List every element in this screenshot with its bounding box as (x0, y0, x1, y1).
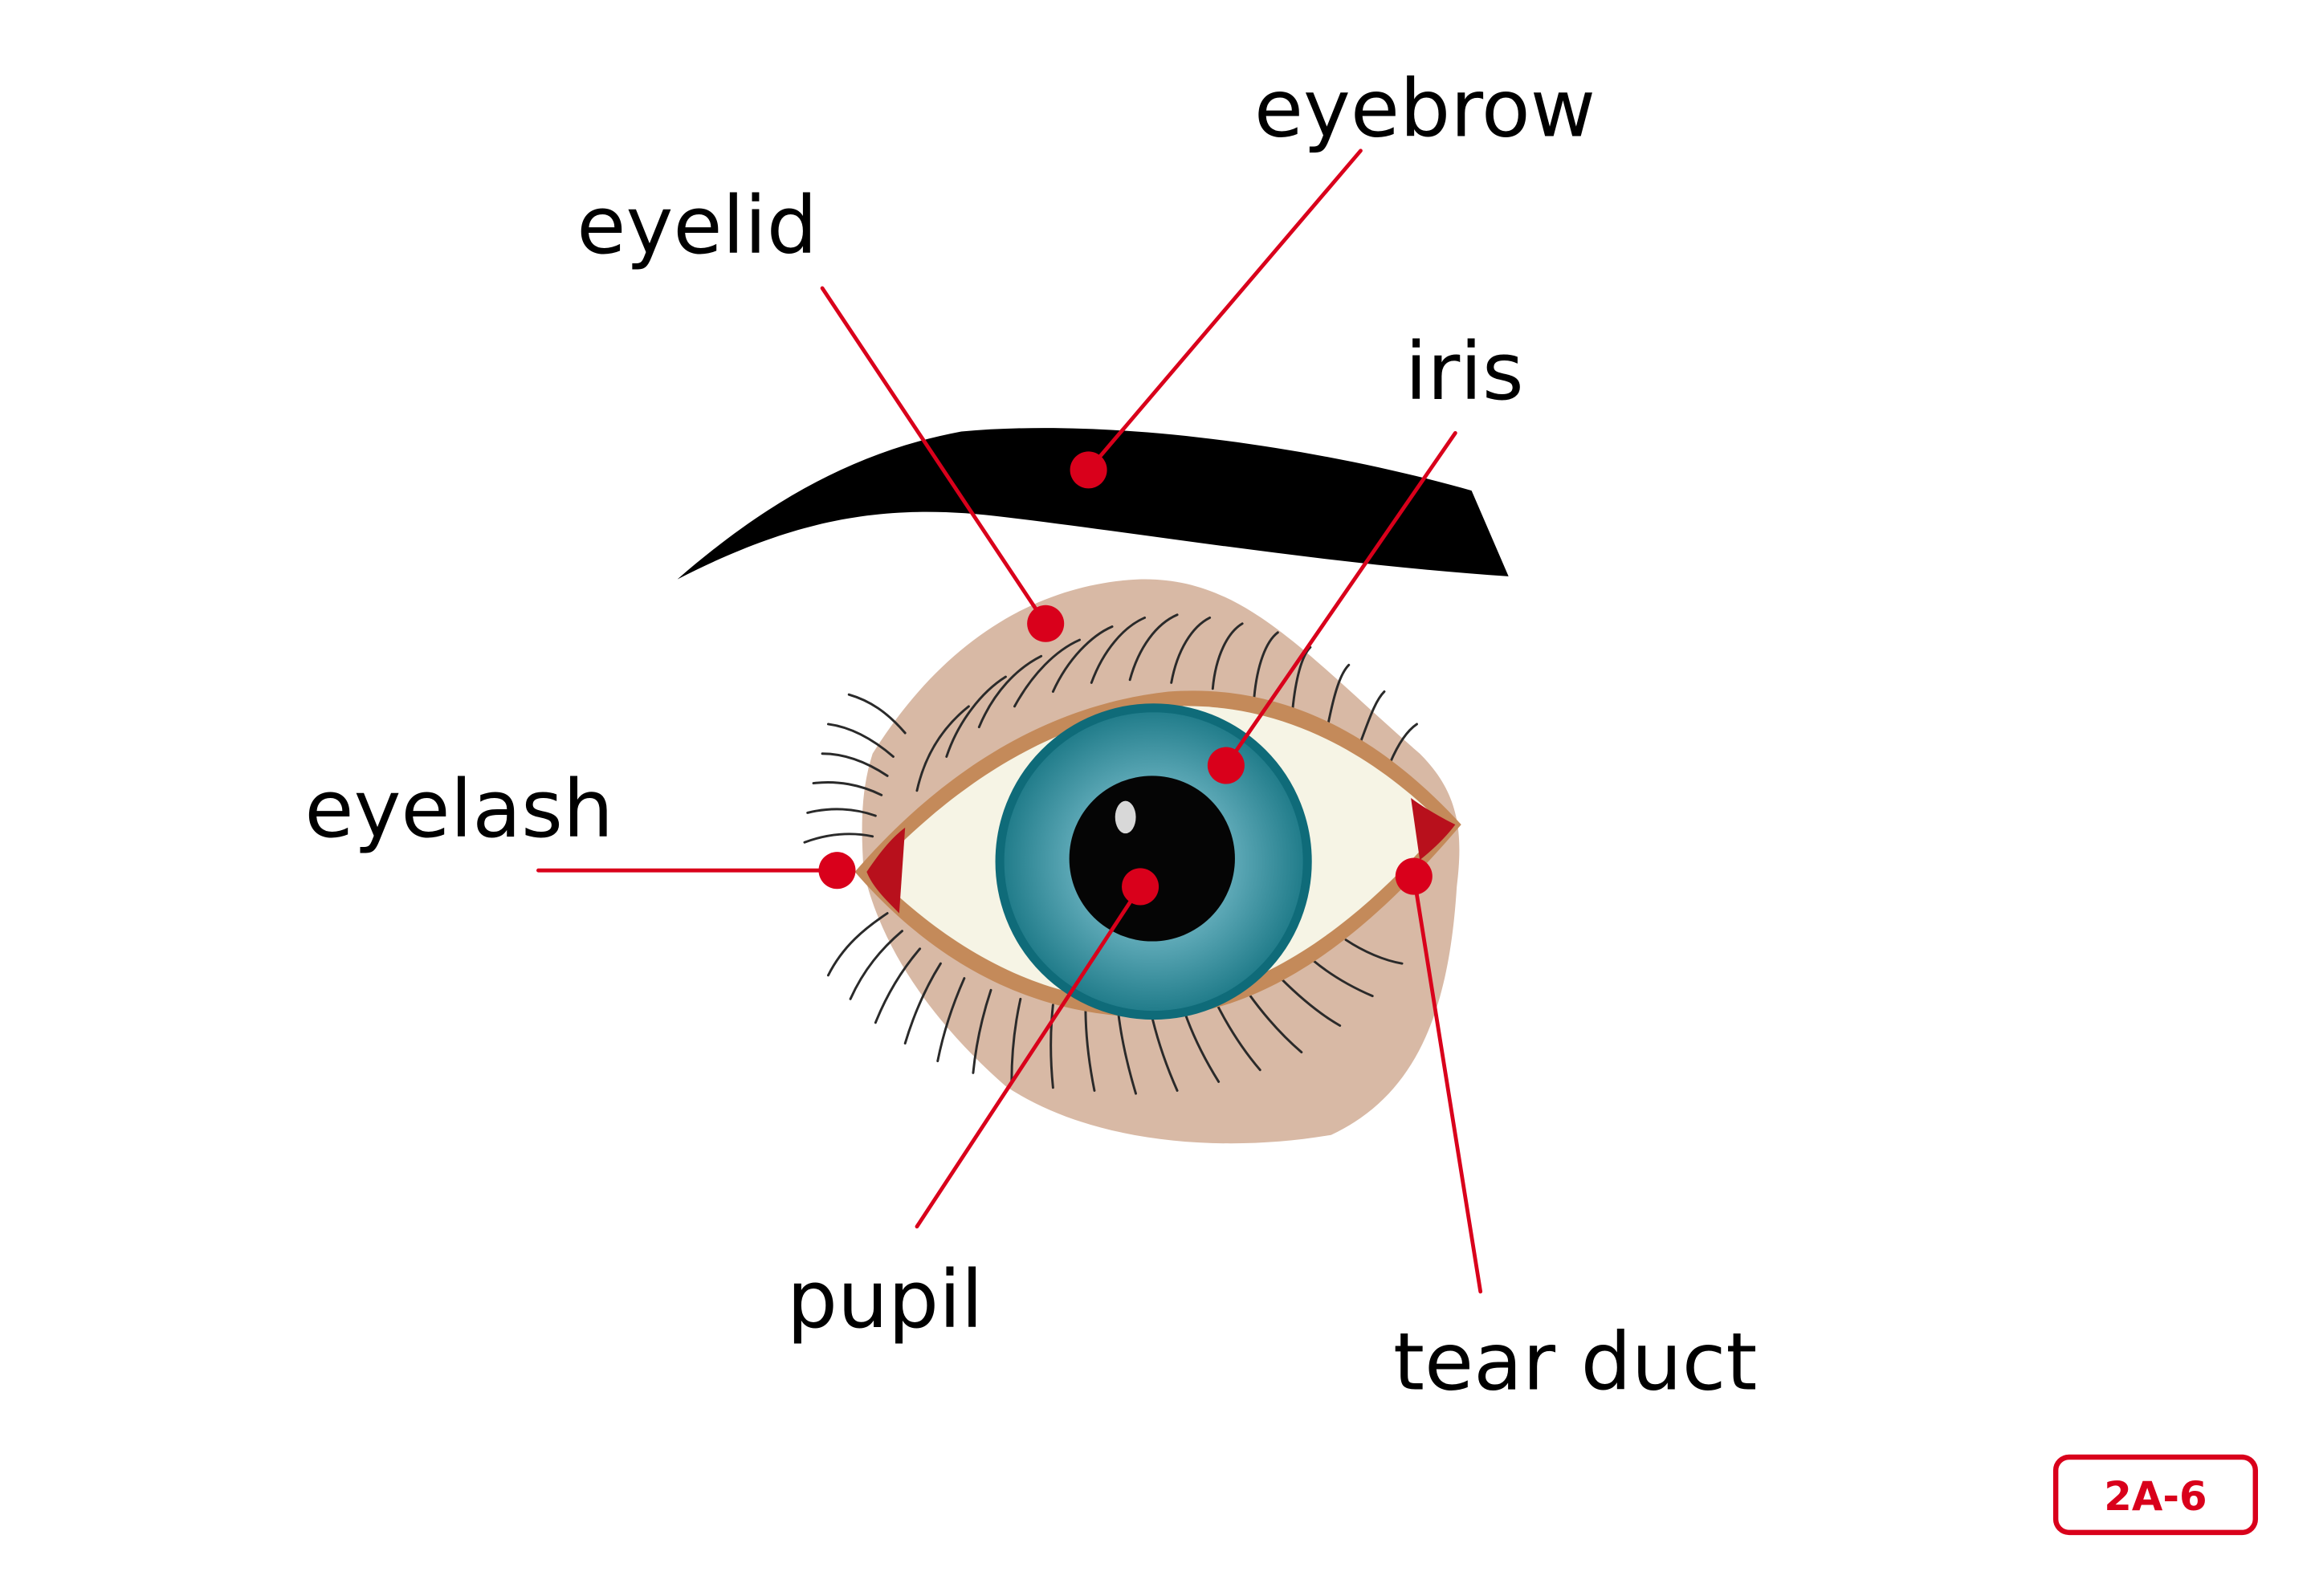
iris-marker (1207, 747, 1245, 784)
upper-inner-lashes (915, 613, 1418, 792)
eyelash-label: eyelash (304, 763, 613, 856)
iris-label: iris (1405, 326, 1524, 418)
page-code-text: 2A-6 (2104, 1473, 2207, 1520)
eyebrow-marker (1070, 451, 1107, 489)
caruncle-right (1411, 798, 1456, 861)
pupil-label: pupil (787, 1254, 984, 1346)
eyelid-leader (820, 286, 1048, 626)
tear-duct-marker (1395, 857, 1433, 895)
pupil-highlight (1115, 800, 1136, 834)
pupil-marker (1122, 868, 1160, 906)
page-code-badge: 2A-6 (2052, 1454, 2259, 1536)
eyelid-marker (1027, 605, 1065, 642)
eyebrow-shape (677, 428, 1509, 580)
eyebrow-leader (1086, 149, 1363, 472)
caruncle-left (866, 827, 906, 914)
eyelash-marker (818, 852, 856, 890)
eyelid-label: eyelid (577, 180, 817, 272)
lower-lashes (826, 912, 1404, 1095)
tear-duct-leader (1412, 874, 1483, 1294)
pupil-leader (915, 885, 1143, 1229)
pupil-shape (1069, 776, 1235, 942)
tear-duct-label: tear duct (1393, 1316, 1757, 1408)
outer-upper-lashes (803, 693, 907, 844)
eyebrow-label: eyebrow (1254, 63, 1596, 155)
iris-ring (995, 703, 1312, 1020)
iris-leader (1224, 430, 1457, 767)
